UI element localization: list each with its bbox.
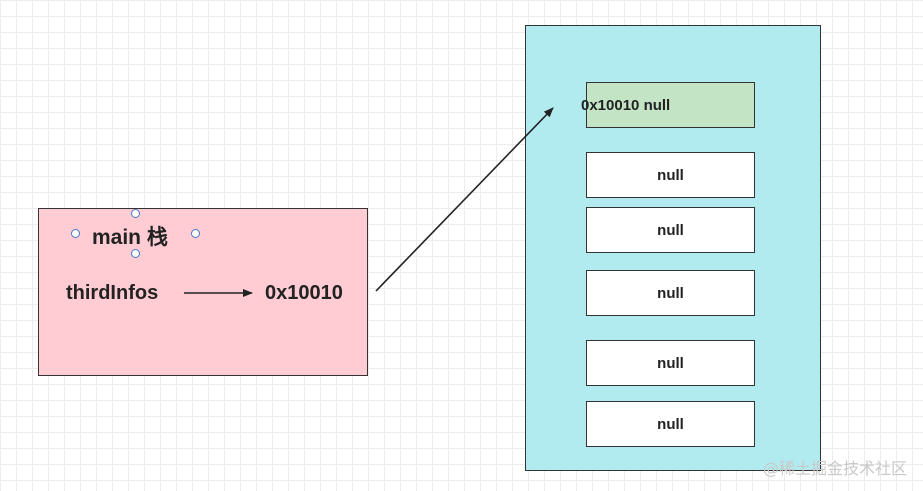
array-cell-1[interactable]: null — [586, 152, 755, 198]
array-cell-0-text: 0x10010 null — [581, 96, 671, 114]
array-cell-3[interactable]: null — [586, 270, 755, 316]
stack-title-label[interactable]: main 栈 — [92, 226, 168, 249]
array-cell-3-text: null — [657, 284, 684, 302]
array-cell-2-text: null — [657, 221, 684, 239]
array-cell-5[interactable]: null — [586, 401, 755, 447]
selection-handle-right[interactable] — [191, 229, 200, 238]
array-cell-0[interactable]: 0x10010 null — [581, 82, 755, 128]
array-cell-4[interactable]: null — [586, 340, 755, 386]
array-cell-5-text: null — [657, 415, 684, 433]
array-cell-2[interactable]: null — [586, 207, 755, 253]
stack-frame-box[interactable] — [38, 208, 368, 376]
reference-to-heap-arrow[interactable] — [375, 107, 554, 292]
selection-handle-top[interactable] — [131, 209, 140, 218]
array-cell-4-text: null — [657, 354, 684, 372]
watermark-text: @稀土掘金技术社区 — [762, 459, 907, 478]
selection-handle-left[interactable] — [71, 229, 80, 238]
variable-name-label[interactable]: thirdInfos — [66, 282, 159, 304]
variable-value-label[interactable]: 0x10010 — [265, 282, 343, 304]
selection-handle-bottom[interactable] — [131, 249, 140, 258]
array-cell-1-text: null — [657, 166, 684, 184]
